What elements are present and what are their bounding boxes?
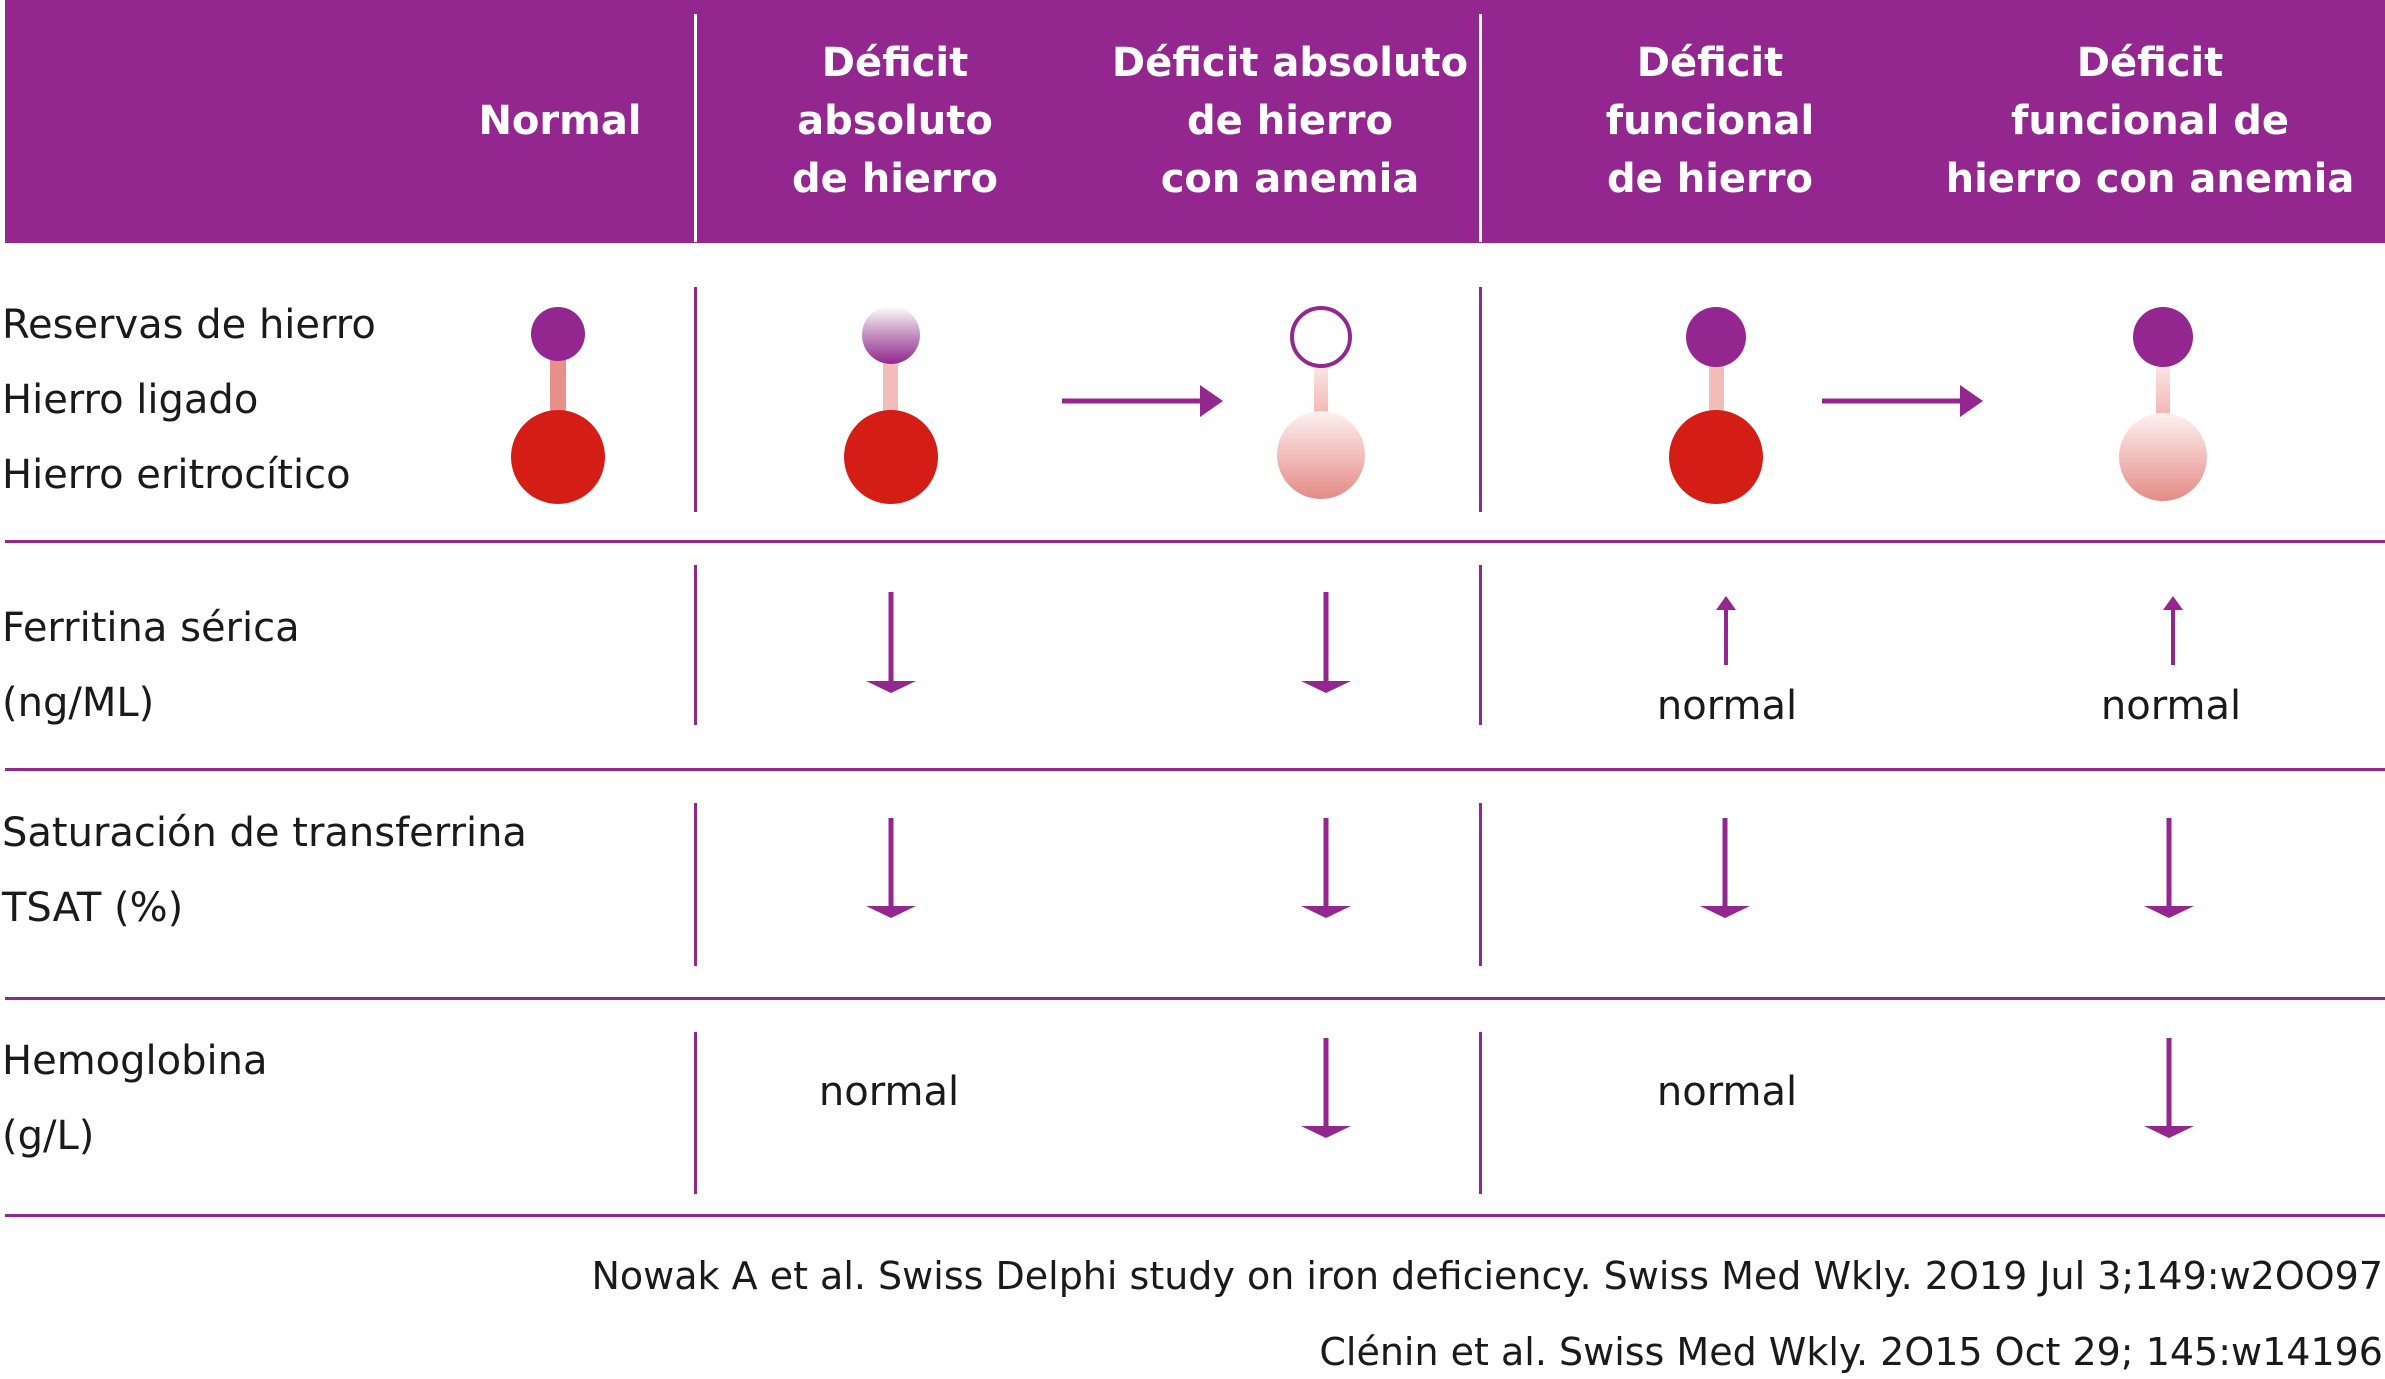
column-divider [694, 1032, 697, 1194]
iron-stores-ball [531, 307, 585, 361]
tsat-down-arrow-4 [2144, 818, 2194, 918]
bound-iron-link [1709, 355, 1724, 411]
header-functional-deficit: Déficit funcional de hierro [1605, 40, 1815, 202]
row-divider [5, 1214, 2385, 1217]
bound-iron-link [1314, 362, 1328, 416]
citation-clenin: Clénin et al. Swiss Med Wkly. 2O15 Oct 2… [1319, 1330, 2383, 1374]
iron-stores-ball [1686, 307, 1746, 367]
ferritin-up-arrow-4 [2163, 596, 2183, 665]
bound-iron-link [2156, 362, 2170, 416]
iron-stores-ball [1290, 306, 1352, 368]
tsat-down-arrow-3 [1700, 818, 1750, 918]
progression-arrow [1062, 385, 1223, 417]
erythrocyte-iron-ball [1669, 410, 1763, 504]
column-divider [1479, 287, 1482, 512]
ferritin-functional-normal: normal [1656, 683, 1798, 729]
progression-arrow [1822, 385, 1983, 417]
bound-iron-link [883, 360, 898, 412]
header-absolute-deficit: Déficit absoluto de hierro [792, 40, 998, 202]
iron-model-normal [511, 307, 605, 504]
column-divider [694, 803, 697, 966]
ferritin-down-arrow-2 [1301, 592, 1351, 693]
header-absolute-deficit-anemia: Déficit absoluto de hierro con anemia [1111, 40, 1469, 202]
header-divider [1479, 14, 1482, 242]
column-divider [1479, 1032, 1482, 1194]
erythrocyte-iron-ball [2119, 413, 2207, 501]
erythrocyte-iron-ball [844, 410, 938, 504]
header-divider [694, 14, 697, 242]
row-divider [5, 768, 2385, 771]
citation-nowak: Nowak A et al. Swiss Delphi study on iro… [591, 1254, 2384, 1298]
erythrocyte-iron-ball [511, 410, 605, 504]
hemoglobin-down-arrow-4 [2144, 1038, 2194, 1138]
column-divider [694, 565, 697, 725]
iron-model-labels: Reservas de hierro Hierro ligado Hierro … [2, 302, 376, 498]
hemoglobin-down-arrow-2 [1301, 1038, 1351, 1138]
iron-model-functional-deficit-anemia [2119, 307, 2207, 501]
tsat-down-arrow-1 [866, 818, 916, 918]
ferritin-functional-anemia-normal: normal [2100, 683, 2242, 729]
hemoglobin-label: Hemoglobina (g/L) [2, 1038, 268, 1159]
bound-iron-link [550, 355, 566, 411]
hemoglobin-absolute-normal: normal [818, 1069, 960, 1115]
iron-model-absolute-deficit-anemia [1277, 306, 1365, 499]
hemoglobin-functional-normal: normal [1656, 1069, 1798, 1115]
erythrocyte-iron-ball [1277, 411, 1365, 499]
column-divider [694, 287, 697, 512]
iron-stores-ball [862, 306, 920, 364]
ferritin-up-arrow-3 [1716, 596, 1736, 665]
column-divider [1479, 803, 1482, 966]
row-divider [5, 540, 2385, 543]
table-header [5, 0, 2385, 243]
header-functional-deficit-anemia: Déficit funcional de hierro con anemia [1945, 40, 2355, 202]
iron-model-absolute-deficit [844, 306, 938, 504]
tsat-label: Saturación de transferrina TSAT (%) [2, 810, 527, 931]
ferritin-label: Ferritina sérica (ng/ML) [2, 605, 300, 726]
tsat-down-arrow-2 [1301, 818, 1351, 918]
iron-stores-ball [2133, 307, 2193, 367]
row-divider [5, 997, 2385, 1000]
column-divider [1479, 565, 1482, 725]
iron-model-functional-deficit [1669, 307, 1763, 504]
iron-model-diagram [511, 306, 2207, 504]
ferritin-down-arrow-1 [866, 592, 916, 693]
header-normal: Normal [478, 98, 642, 144]
